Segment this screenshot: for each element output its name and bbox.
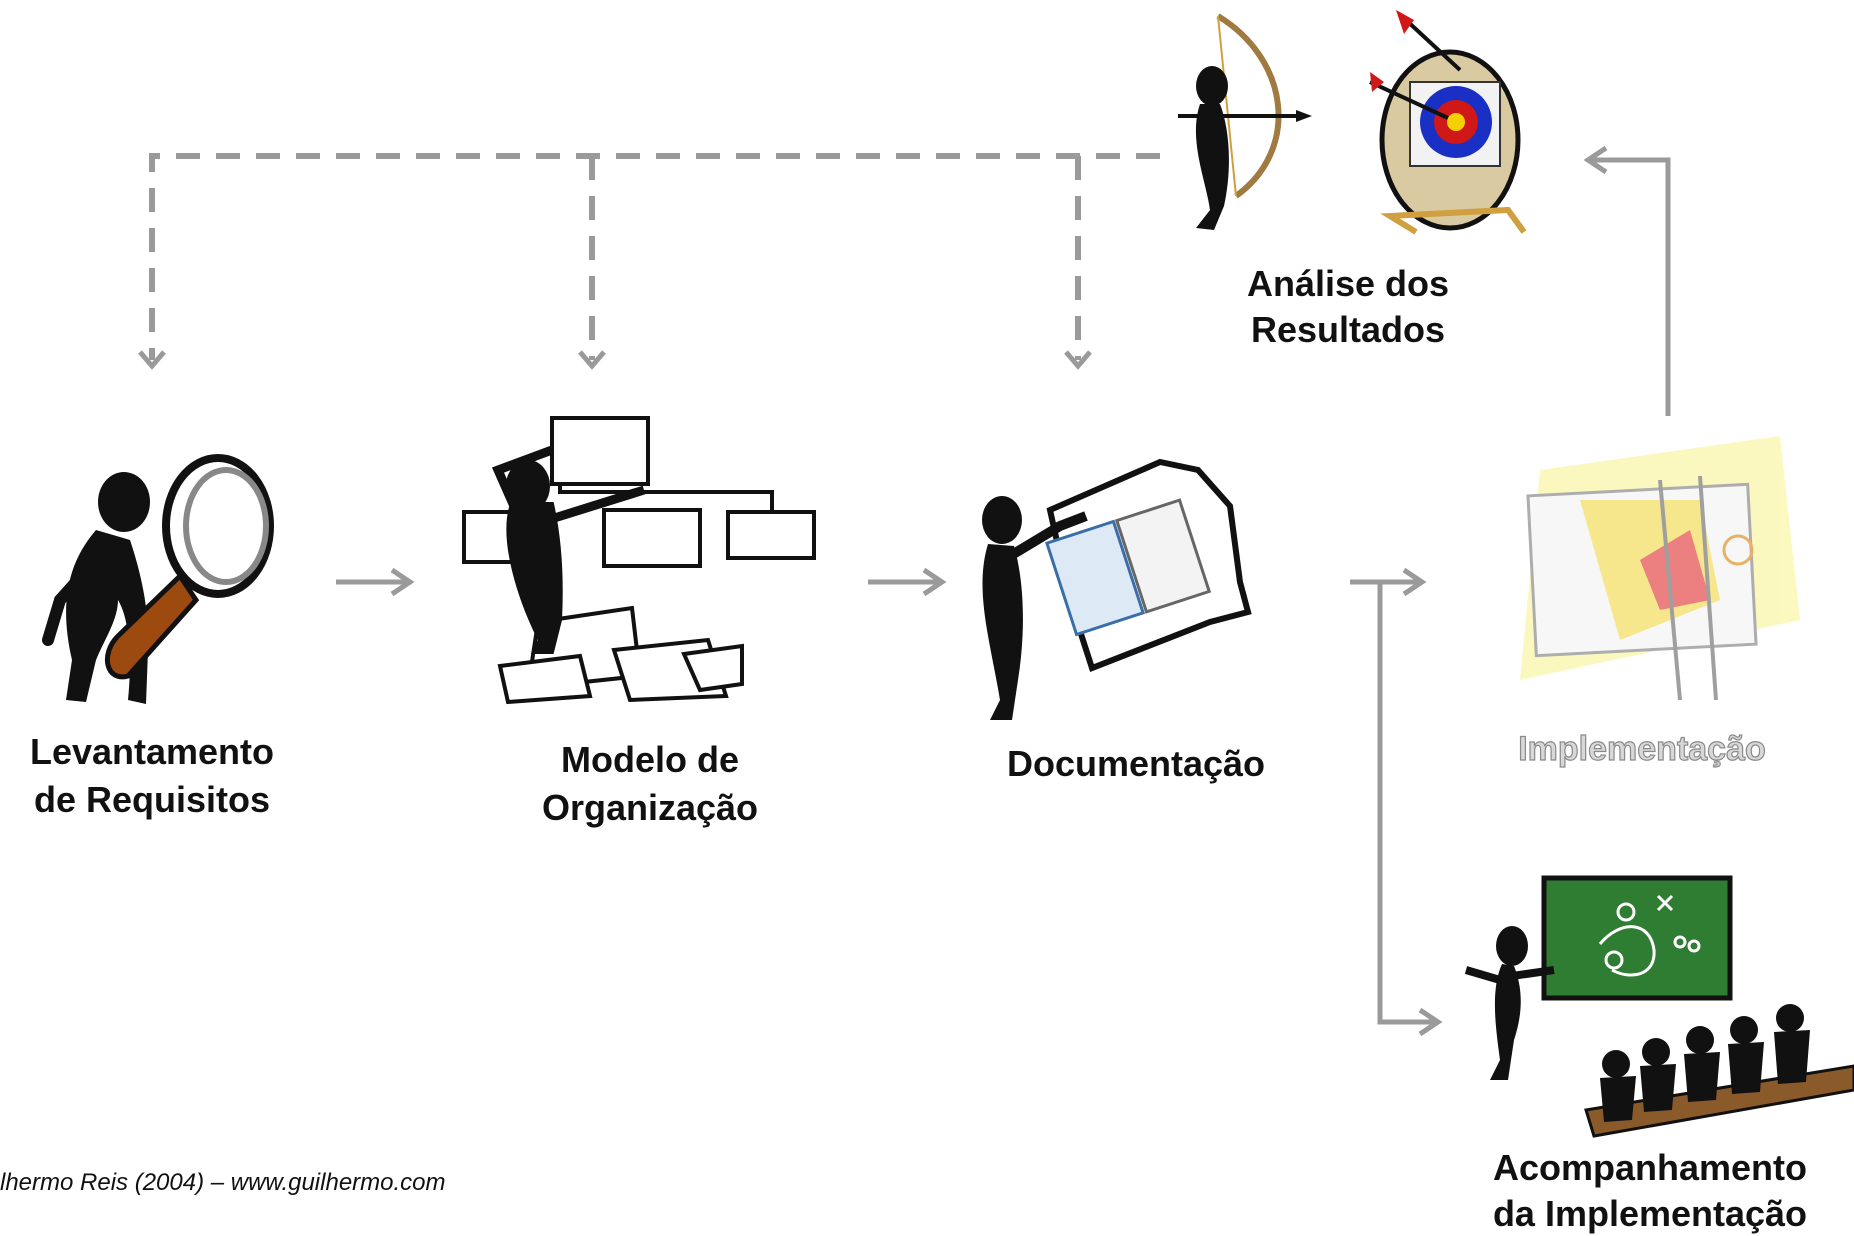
- archer-target-icon: [1178, 10, 1527, 235]
- follow-up-label-line1: Acompanhamento: [1493, 1147, 1807, 1188]
- org-model-label-line1: Modelo de: [561, 739, 739, 780]
- magnifier-person-icon: [42, 454, 274, 704]
- org-chart-person-icon: [462, 416, 816, 705]
- results-label-line1: Análise dos: [1247, 263, 1449, 304]
- painter-implementation-icon: [1520, 436, 1800, 701]
- org-model-label-line2: Organização: [542, 787, 758, 828]
- requirements-label-line1: Levantamento: [30, 731, 274, 772]
- feedback-arrowheads: [138, 350, 1092, 370]
- teacher-class-icon: [1464, 875, 1854, 1138]
- documentation-label: Documentação: [1007, 743, 1265, 784]
- document-person-icon: [982, 458, 1252, 720]
- results-label-line2: Resultados: [1251, 309, 1445, 350]
- forward-arrows: [336, 145, 1671, 1037]
- follow-up-label-line2: da Implementação: [1493, 1193, 1807, 1234]
- implementation-label: Implementação: [1518, 730, 1766, 768]
- requirements-label-line2: de Requisitos: [34, 779, 270, 820]
- feedback-dashed-arrows: [149, 153, 1160, 360]
- credit-text: lhermo Reis (2004) – www.guilhermo.com: [0, 1169, 446, 1196]
